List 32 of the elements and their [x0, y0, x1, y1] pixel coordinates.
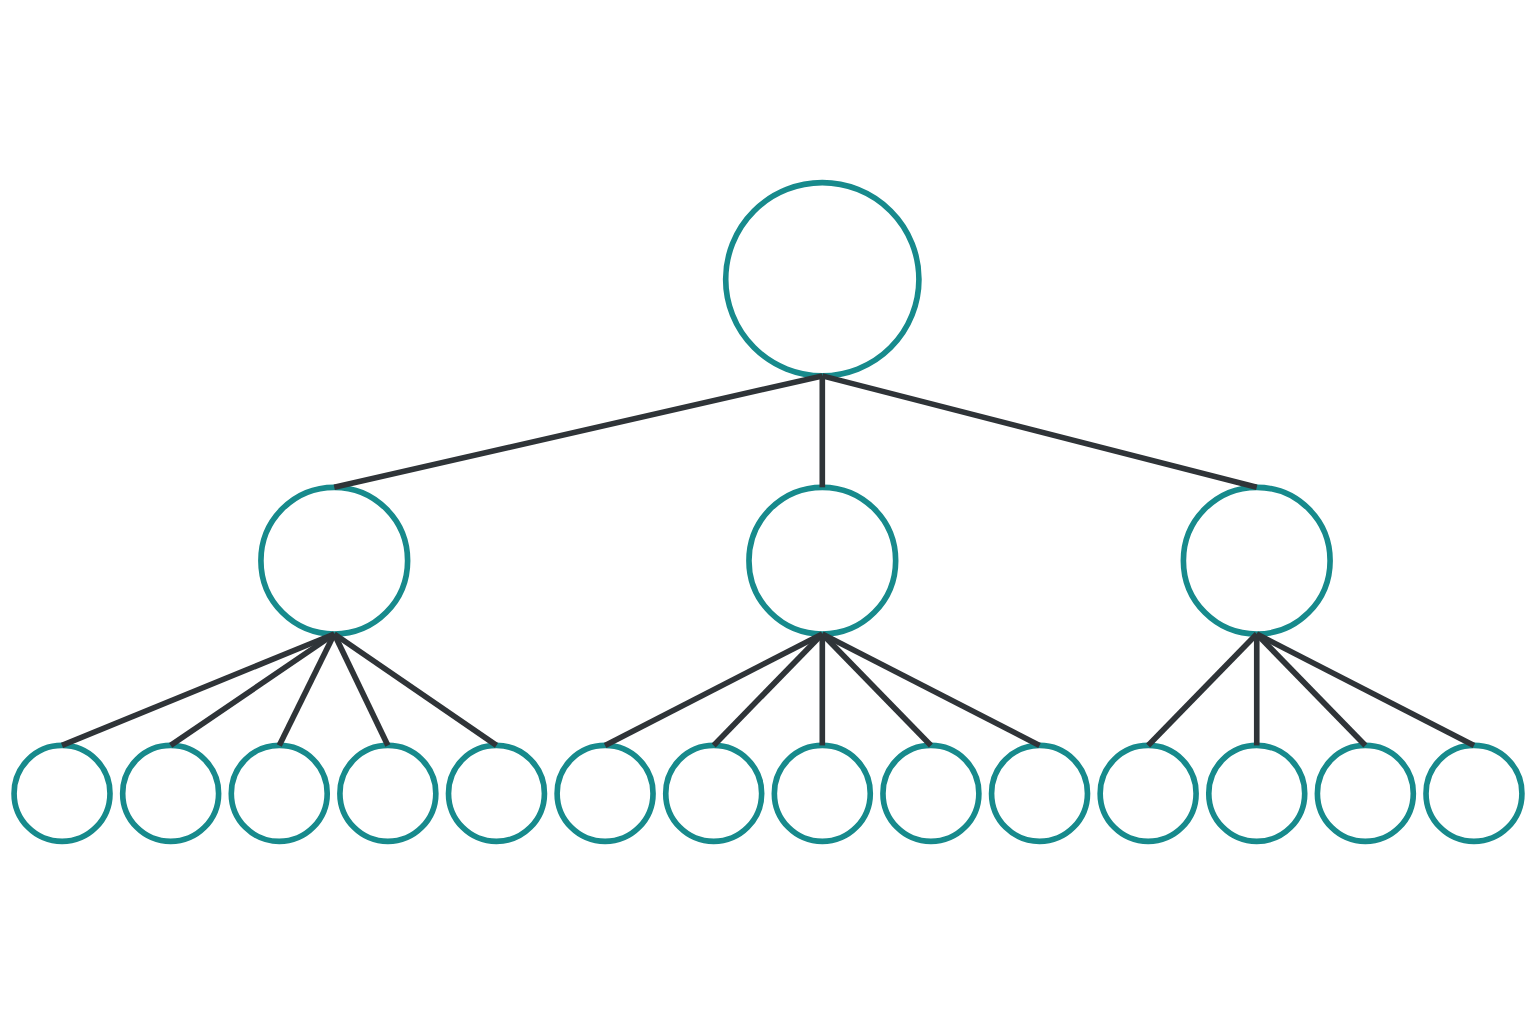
node-circle — [746, 484, 899, 637]
node-circle — [228, 742, 331, 845]
connector — [711, 632, 825, 748]
connector — [1255, 631, 1476, 748]
node-circle — [1314, 742, 1417, 845]
connector — [821, 373, 1258, 491]
connector — [333, 373, 823, 491]
connector — [331, 632, 391, 747]
connector — [820, 632, 933, 748]
node-circle — [771, 742, 874, 845]
connector — [819, 375, 826, 488]
node-circle — [445, 742, 548, 845]
node-circle — [988, 742, 1091, 845]
node-circle — [1097, 742, 1199, 845]
connector — [169, 631, 336, 748]
node-circle — [1423, 742, 1525, 845]
node-circle — [554, 742, 656, 845]
connector — [603, 631, 824, 748]
node-circle — [11, 742, 113, 845]
node-circle — [1205, 742, 1308, 845]
node-circle — [662, 742, 765, 845]
connector — [821, 631, 1041, 748]
connector — [332, 631, 499, 748]
node-circle — [119, 742, 222, 845]
connector — [60, 631, 336, 749]
node-circle — [880, 742, 982, 845]
connector — [1254, 632, 1368, 748]
connector — [1146, 632, 1259, 748]
node-circle — [1180, 484, 1333, 637]
node-circle — [258, 484, 411, 637]
node-circle — [722, 179, 922, 379]
node-circle — [337, 742, 439, 845]
